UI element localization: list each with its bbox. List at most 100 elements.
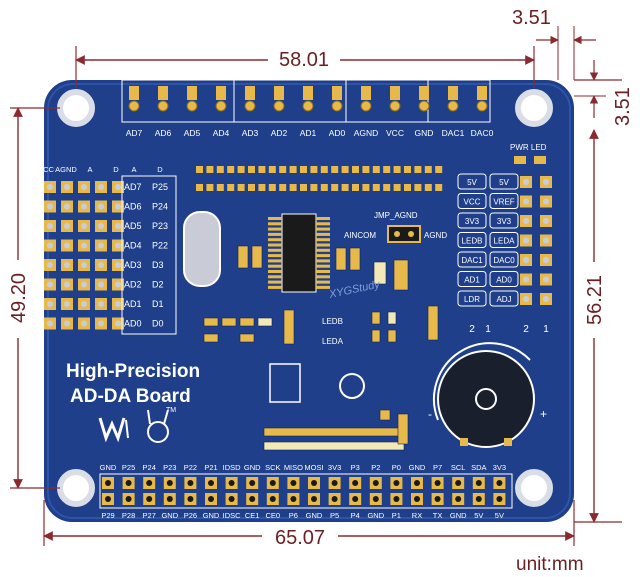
left-header-hole — [47, 262, 53, 268]
resistor-pad — [258, 166, 266, 173]
top-header-label: AGND — [354, 128, 379, 138]
gpio-hole — [290, 496, 297, 502]
gpio-hole — [269, 496, 276, 502]
gpio-top-label: P2 — [371, 463, 380, 472]
gpio-bottom-label: P1 — [392, 511, 401, 520]
right-jumper-left-label: DAC1 — [461, 256, 483, 265]
left-header-hole — [47, 320, 53, 327]
right-jumper-box — [457, 212, 487, 229]
pwr-led-label: PWR LED — [510, 143, 547, 152]
dim-corner-vertical: 3.51 — [612, 87, 634, 126]
right-jumper-number: 1 — [485, 324, 491, 335]
gpio-top-label: P25 — [122, 463, 135, 472]
gpio-top-label: 3V3 — [493, 463, 506, 472]
gpio-hole — [208, 480, 214, 486]
smd-component — [387, 311, 397, 325]
gpio-top-label: P0 — [392, 463, 401, 472]
gpio-hole — [166, 496, 173, 502]
gpio-top-label: P24 — [143, 463, 156, 472]
top-header-pad-7 — [302, 100, 314, 112]
gpio-top-label: GND — [244, 463, 261, 472]
gpio-bottom-label: P29 — [101, 511, 114, 520]
resistor-pad — [279, 184, 287, 191]
smd-component — [335, 247, 347, 271]
potentiometer-body — [437, 350, 535, 448]
left-header-hole — [115, 184, 121, 190]
resistor-pad — [300, 184, 307, 191]
gpio-hole — [434, 480, 441, 486]
adc-chip-pin — [316, 280, 330, 284]
adc-chip-pin — [316, 222, 330, 226]
gpio-hole — [125, 480, 132, 486]
resistor-pad — [206, 166, 214, 173]
dim-corner-horizontal: 3.51 — [512, 7, 551, 29]
mounting-hole-top-left — [57, 89, 95, 127]
left-header-hole — [98, 281, 104, 288]
smd-component — [203, 333, 219, 343]
left-p-label: P22 — [152, 241, 168, 251]
left-p-label: P23 — [152, 221, 168, 231]
top-header-pin-12 — [448, 86, 458, 100]
left-header-hole — [98, 242, 104, 249]
left-header-hole — [64, 262, 70, 268]
gpio-bottom-label: CE0 — [266, 511, 281, 520]
resistor-pad — [404, 166, 411, 173]
gpio-top-label: SDA — [471, 463, 486, 472]
smd-component — [239, 317, 255, 327]
top-header-pad-5 — [244, 100, 256, 112]
right-jumper-left-label: 5V — [467, 178, 477, 187]
right-jumper-box — [457, 251, 487, 268]
adc-chip-pin — [268, 280, 282, 284]
left-header-frame — [121, 175, 177, 335]
unit-label: unit:mm — [516, 554, 584, 575]
left-header-hole — [47, 203, 53, 210]
gpio-hole — [393, 496, 400, 502]
top-header-pin-10 — [390, 86, 400, 100]
resistor-pad — [248, 166, 255, 173]
left-p-label: D1 — [152, 299, 164, 309]
right-jumper-hole — [523, 237, 529, 244]
right-jumper-right-label: DAC0 — [493, 256, 515, 265]
right-jumper-hole — [523, 257, 529, 263]
left-header-hole — [115, 262, 121, 268]
gpio-bottom-label: TX — [433, 511, 443, 520]
top-header-label: AD0 — [329, 128, 346, 138]
left-header-hole — [98, 203, 104, 210]
dim-left-height: 49.20 — [8, 273, 30, 323]
gpio-bottom-label: P27 — [143, 511, 156, 520]
right-jumper-box — [489, 290, 519, 307]
right-jumper-box — [489, 193, 519, 209]
board-title-line1: High-Precision — [66, 361, 200, 382]
gpio-bottom-label: P4 — [351, 511, 360, 520]
top-header-pad-9 — [360, 100, 372, 112]
right-jumper-right-label: ADJ — [496, 295, 511, 304]
gpio-bottom-label: RX — [412, 511, 422, 520]
resistor-pad — [268, 166, 276, 173]
left-p-label: D0 — [152, 319, 164, 329]
left-header-top-label: VCC — [38, 165, 54, 174]
smd-component — [283, 309, 295, 345]
adc-chip-pin — [316, 243, 330, 247]
potentiometer-pad-1 — [460, 438, 468, 446]
potentiometer-arrow — [433, 342, 531, 421]
top-header-label: AD5 — [184, 128, 201, 138]
left-header-hole — [81, 281, 87, 288]
left-header-top-label: AGND — [55, 165, 77, 174]
gpio-hole — [105, 480, 111, 486]
left-header-hole — [47, 184, 53, 190]
gpio-top-label: IDSD — [223, 463, 242, 472]
adc-chip — [268, 213, 330, 293]
right-jumper-hole — [543, 179, 549, 185]
smd-component — [371, 329, 381, 343]
gpio-hole — [269, 480, 276, 486]
left-header-hole — [81, 203, 87, 210]
gpio-hole — [249, 480, 256, 486]
smd-component — [371, 311, 381, 325]
adc-chip-pin — [316, 227, 330, 231]
left-p-label: D3 — [152, 260, 164, 270]
top-header-label: DAC1 — [442, 128, 465, 138]
resistor-pad — [227, 166, 235, 173]
